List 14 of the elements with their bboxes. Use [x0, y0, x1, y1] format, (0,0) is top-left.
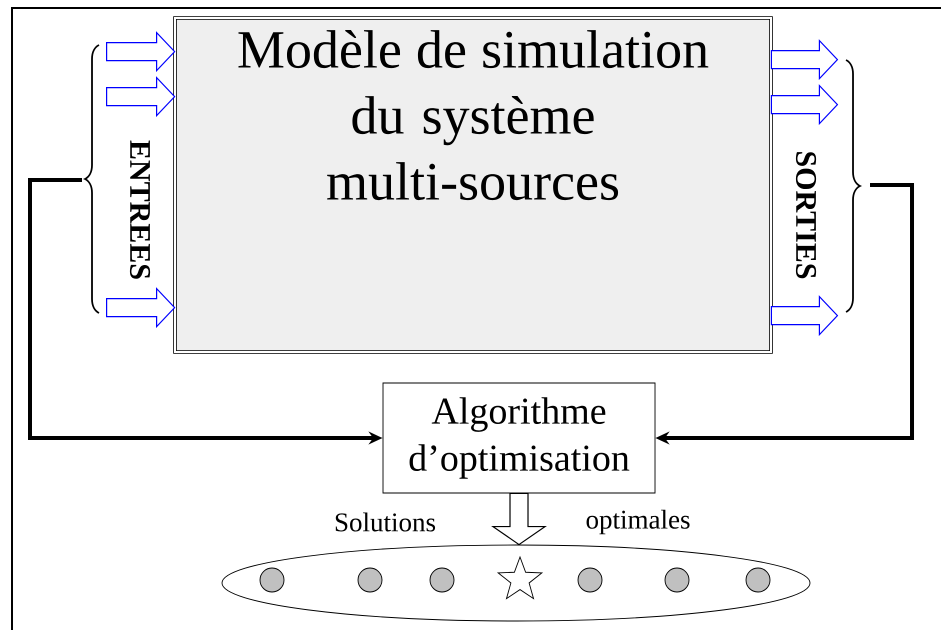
vertical-label: SORTIES [796, 152, 816, 278]
caption-text: Solutions [333, 512, 438, 532]
process-box: Algorithme d’optimisation [382, 382, 656, 494]
input-arrow [106, 76, 176, 118]
output-arrow [770, 295, 838, 336]
model-box: Modèle de simulation du système multi-sources [173, 16, 773, 354]
input-arrow [106, 31, 176, 72]
block-arrow [491, 492, 547, 546]
output-arrow [770, 39, 838, 80]
output-arrow [770, 84, 838, 126]
vertical-label: ENTREES [130, 140, 150, 279]
caption-text: optimales [584, 508, 692, 536]
input-arrow [106, 287, 176, 328]
solution-set-ellipse [222, 544, 810, 622]
